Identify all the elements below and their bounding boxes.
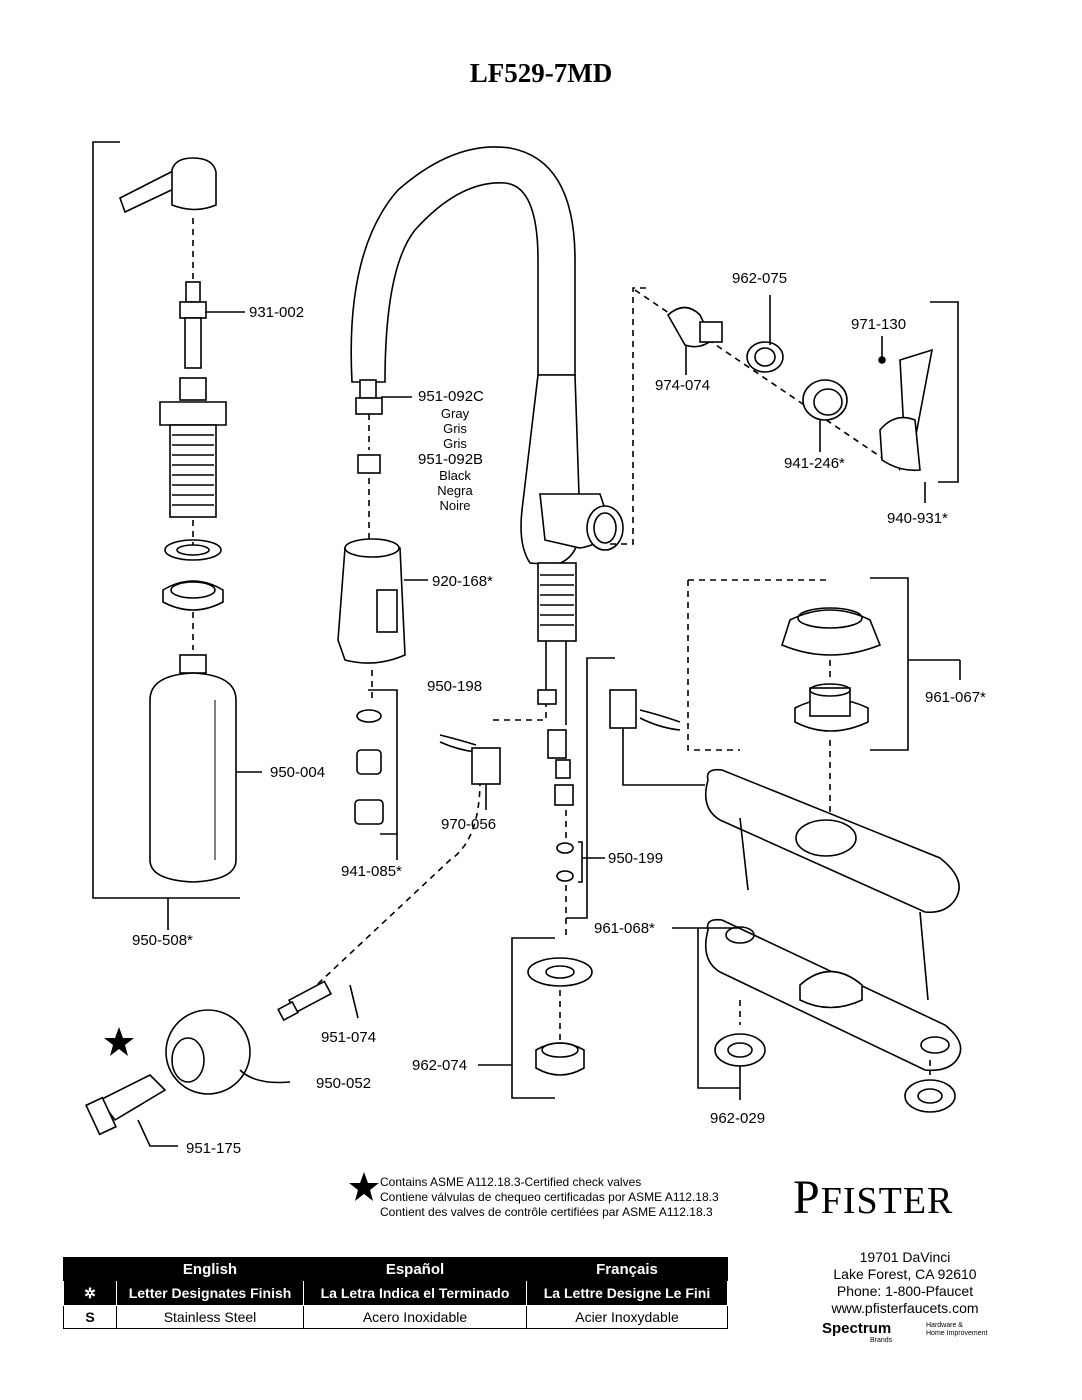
soap-pump-head-icon xyxy=(119,157,217,214)
part-color-label: Gris xyxy=(443,436,467,451)
part-label: 950-004 xyxy=(270,764,326,781)
legend-text-en: Contains ASME A112.18.3-Certified check … xyxy=(380,1175,642,1189)
soap-washer-icon xyxy=(164,539,222,561)
soap-threaded-body-icon xyxy=(159,377,227,518)
column-header-fr: Français xyxy=(526,1257,728,1281)
pull-down-hose-icon xyxy=(277,980,333,1022)
deck-nut-icon xyxy=(714,1033,766,1067)
part-color-label: Gris xyxy=(443,421,467,436)
address-line: Lake Forest, CA 92610 xyxy=(833,1266,977,1282)
legend-star-icon xyxy=(349,1172,379,1201)
part-label: 941-246* xyxy=(784,455,845,472)
valve-cartridge-icon xyxy=(666,306,723,348)
deck-gasket-icon xyxy=(704,918,962,1072)
subheader-fr: La Lettre Designe Le Fini xyxy=(526,1280,728,1306)
column-header-es: Español xyxy=(303,1257,527,1281)
bonnet-nut-icon xyxy=(746,341,784,373)
subheader-es: La Letra Indica el Terminado xyxy=(303,1280,527,1306)
cap-icon xyxy=(802,379,848,421)
finish-table: English Español Français ✲ Letter Design… xyxy=(63,1257,728,1329)
spectrum-tagline: Hardware & Home Improvement xyxy=(926,1322,988,1337)
subheader-en: Letter Designates Finish xyxy=(116,1280,304,1306)
deck-plate-icon xyxy=(704,768,960,1001)
part-label: 941-085* xyxy=(341,863,402,880)
part-label: 951-092C xyxy=(418,388,484,405)
part-label: 971-130 xyxy=(851,316,907,333)
legend-text-es: Contiene válvulas de chequeo certificada… xyxy=(380,1190,719,1204)
part-label: 931-002 xyxy=(249,304,305,321)
part-label: 951-074 xyxy=(321,1029,377,1046)
part-label: 970-056 xyxy=(441,816,497,833)
part-label: 951-175 xyxy=(186,1140,242,1157)
finish-name-en: Stainless Steel xyxy=(116,1305,304,1329)
check-valve-icon xyxy=(85,1074,167,1136)
soap-nut-icon xyxy=(162,580,224,611)
part-color-label: Negra xyxy=(437,483,473,498)
finish-name-es: Acero Inoxidable xyxy=(303,1305,527,1329)
website-link[interactable]: www.pfisterfaucets.com xyxy=(831,1300,979,1316)
part-color-label: Black xyxy=(439,468,471,483)
part-label: 920-168* xyxy=(432,573,493,590)
column-header-en: English xyxy=(116,1257,304,1281)
part-label: 950-199 xyxy=(608,850,664,867)
finish-symbol-icon: ✲ xyxy=(63,1280,117,1306)
pump-stem-icon xyxy=(179,281,207,369)
table-corner xyxy=(63,1257,117,1281)
hose-clip-icon xyxy=(439,734,477,753)
pfister-logo: Pfister xyxy=(793,1171,954,1224)
part-label: 962-075 xyxy=(732,270,788,287)
washer-icon xyxy=(527,957,593,987)
faucet-lever-handle-icon xyxy=(879,348,934,472)
part-label: 950-198 xyxy=(427,678,483,695)
part-label: 974-074 xyxy=(655,377,711,394)
finish-name-fr: Acier Inoxydable xyxy=(526,1305,728,1329)
part-label: 961-067* xyxy=(925,689,986,706)
part-label: 950-052 xyxy=(316,1075,372,1092)
page-title: LF529-7MD xyxy=(469,58,613,88)
part-label: 962-074 xyxy=(412,1057,468,1074)
finish-code: S xyxy=(63,1305,117,1329)
part-label: 950-508* xyxy=(132,932,193,949)
spectrum-brands-text: Brands xyxy=(870,1337,893,1344)
part-label: 962-029 xyxy=(710,1110,766,1127)
spray-head-icon xyxy=(337,538,428,664)
phone-line: Phone: 1-800-Pfaucet xyxy=(836,1283,974,1299)
part-color-label: Noire xyxy=(439,498,471,513)
soap-assembly-bracket xyxy=(92,141,240,899)
legend-text-fr: Contient des valves de contrôle certifié… xyxy=(380,1205,713,1219)
part-label: 961-068* xyxy=(594,920,655,937)
address-line: 19701 DaVinci xyxy=(859,1249,951,1265)
mounting-nut-icon xyxy=(794,683,869,732)
trim-ring-icon xyxy=(781,607,882,656)
star-icon xyxy=(104,1027,134,1056)
spectrum-logo: Spectrum xyxy=(822,1320,892,1337)
faucet-body-icon xyxy=(350,146,624,725)
part-label: 951-092B xyxy=(418,451,484,468)
part-color-label: Gray xyxy=(440,406,470,421)
table-row: S Stainless Steel Acero Inoxidable Acier… xyxy=(63,1305,728,1329)
part-label: 940-931* xyxy=(887,510,948,527)
soap-bottle-icon xyxy=(149,654,237,883)
